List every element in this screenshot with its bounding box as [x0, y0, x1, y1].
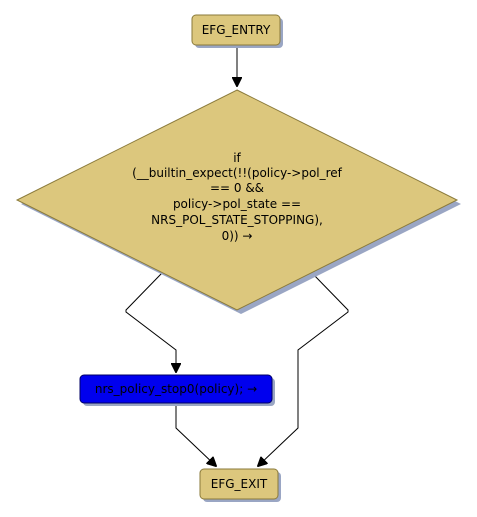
exit-node-box [199, 468, 279, 500]
decision-node[interactable]: if (__builtin_expect(!!(policy->pol_ref … [15, 89, 461, 314]
exit-node-label: EFG_EXIT [211, 477, 268, 491]
decision-line-2: (__builtin_expect(!!(policy->pol_ref [132, 166, 343, 180]
decision-line-4: policy->pol_state == [173, 197, 301, 211]
exit-node[interactable]: EFG_EXIT [199, 468, 281, 502]
decision-node-diamond [15, 89, 459, 311]
decision-line-6: 0)) → [222, 229, 253, 243]
stop-call-node[interactable]: nrs_policy_stop0(policy); → [79, 374, 275, 406]
decision-line-3: == 0 && [210, 181, 264, 195]
entry-node-label: EFG_ENTRY [202, 23, 271, 37]
stop-call-node-box [79, 374, 273, 404]
edge-decision-to-exit [258, 272, 349, 466]
stop-call-node-label: nrs_policy_stop0(policy); → [95, 382, 257, 396]
edges [125, 46, 349, 466]
decision-line-5: NRS_POL_STATE_STOPPING), [151, 213, 323, 227]
edge-decision-to-stop [125, 272, 176, 372]
edge-stop-to-exit [175, 404, 216, 466]
decision-line-1: if [233, 151, 241, 165]
entry-node[interactable]: EFG_ENTRY [191, 14, 283, 48]
entry-node-box [191, 14, 281, 46]
